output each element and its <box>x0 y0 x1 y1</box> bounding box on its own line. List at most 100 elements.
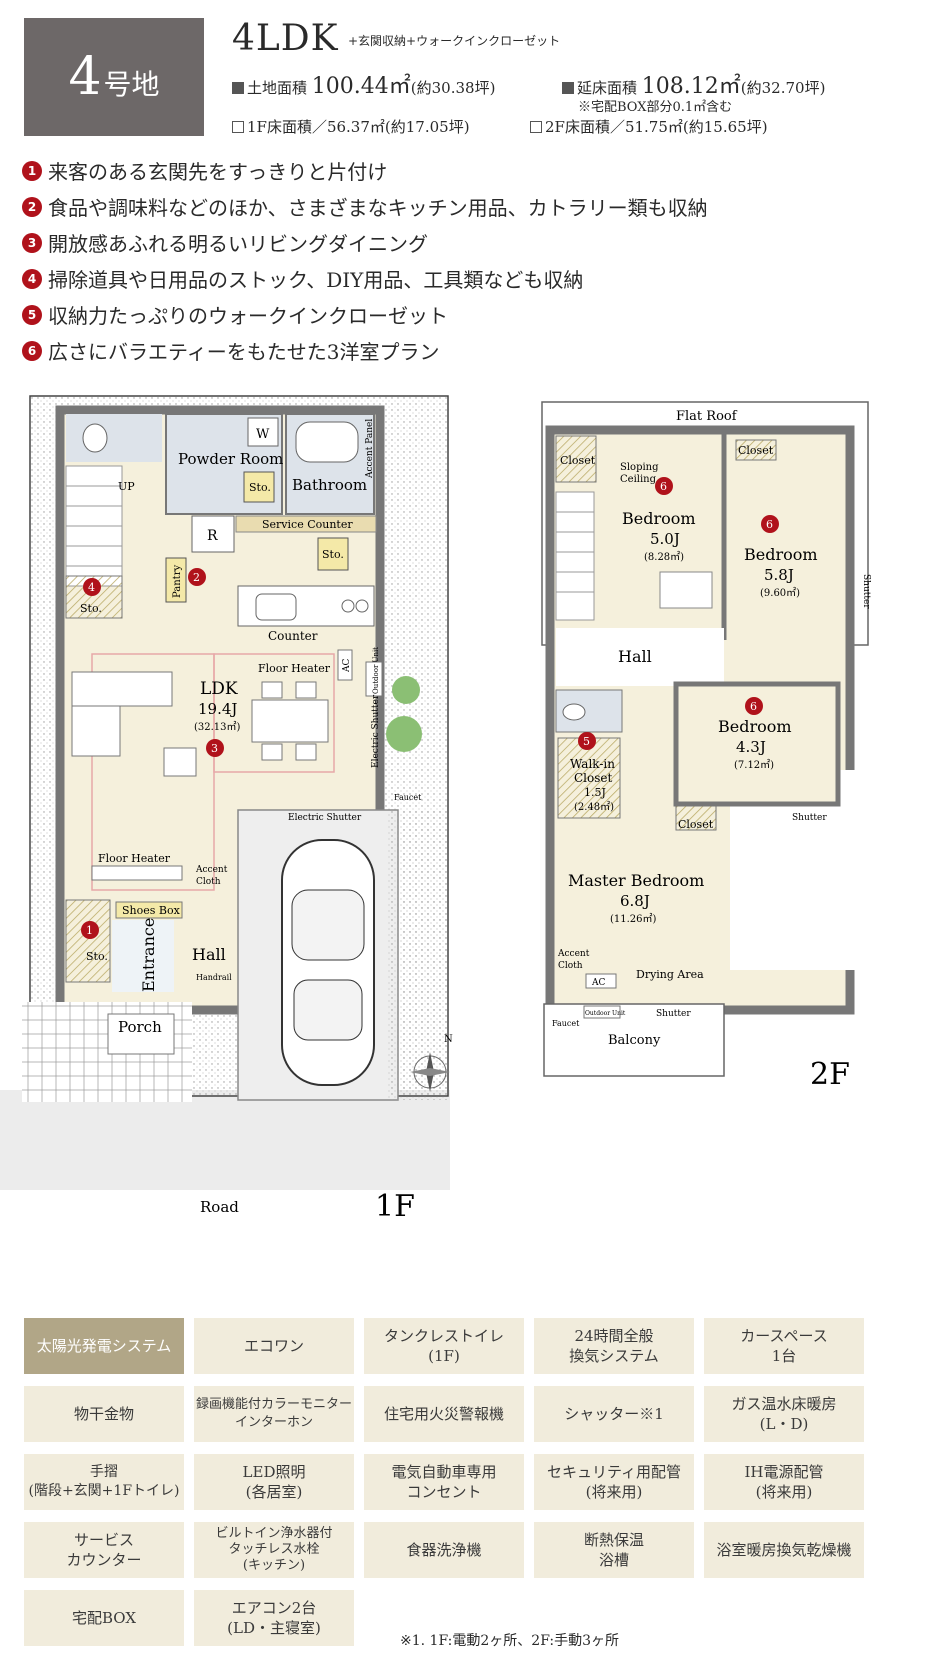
coffee-table <box>163 747 197 777</box>
floor-area-note: ※宅配BOX部分0.1㎡含む <box>578 100 733 115</box>
equipment-chip: エアコン2台 (LD・主寝室) <box>194 1590 354 1646</box>
compass-icon: N <box>410 1034 453 1092</box>
equipment-chip: タンクレストイレ (1F) <box>364 1318 524 1374</box>
equipment-chip: 電気自動車専用 コンセント <box>364 1454 524 1510</box>
marker-icon: 6 <box>22 340 42 361</box>
svg-text:Drying Area: Drying Area <box>636 968 704 981</box>
porch-label: Porch <box>118 1018 162 1036</box>
svg-text:Accent: Accent <box>195 865 228 875</box>
svg-text:Faucet: Faucet <box>552 1019 580 1028</box>
floor-area: 延床面積 108.12㎡(約32.70坪) <box>562 68 825 100</box>
bedroom-a-label: Bedroom <box>622 509 696 528</box>
marker-6 <box>655 477 673 495</box>
svg-text:Flat Roof: Flat Roof <box>676 409 738 424</box>
marker-icon: 5 <box>22 304 42 325</box>
pantry <box>165 557 187 603</box>
floor-plan-2f: Flat Roof 2F Closet DN Sloping Ceiling 6… <box>541 401 871 1090</box>
floor-label-2f: 2F <box>810 1057 850 1090</box>
lot-suffix: 号地 <box>103 68 160 101</box>
floor-area-tsubo: (約32.70坪) <box>740 79 826 97</box>
road-area <box>0 1090 450 1190</box>
svg-text:N: N <box>444 1034 453 1045</box>
hall-2f <box>556 628 724 686</box>
svg-text:(32.13㎡): (32.13㎡) <box>194 721 241 733</box>
svg-text:Outdoor Unit: Outdoor Unit <box>585 1010 626 1017</box>
svg-text:Service Counter: Service Counter <box>262 518 353 531</box>
svg-text:2: 2 <box>193 571 200 584</box>
marker-1 <box>81 921 99 939</box>
road-label: Road <box>200 1198 239 1216</box>
svg-text:Floor Heater: Floor Heater <box>258 662 331 675</box>
storage-1 <box>65 899 111 983</box>
svg-text:19.4J: 19.4J <box>198 700 237 718</box>
closet <box>735 439 777 461</box>
service-counter <box>235 515 377 533</box>
svg-text:Outdoor Unit: Outdoor Unit <box>372 647 380 694</box>
svg-text:(11.26㎡): (11.26㎡) <box>610 913 657 925</box>
equipment-chip: IH電源配管 (将来用) <box>704 1454 864 1510</box>
balcony <box>543 1003 725 1077</box>
equipment-chip: 手摺 (階段+玄関+1Fトイレ) <box>24 1454 184 1510</box>
svg-text:Walk-in: Walk-in <box>570 757 615 771</box>
equipment-chip: LED照明 (各居室) <box>194 1454 354 1510</box>
marker-6 <box>745 697 763 715</box>
svg-text:Shutter: Shutter <box>792 813 827 823</box>
svg-text:(2.48㎡): (2.48㎡) <box>574 801 614 813</box>
svg-text:Cloth: Cloth <box>196 877 221 887</box>
first-floor-area: 1F床面積／56.37㎡(約17.05坪) <box>232 116 470 137</box>
svg-text:Counter: Counter <box>268 629 318 643</box>
svg-text:5: 5 <box>583 735 590 748</box>
svg-text:Shutter: Shutter <box>861 574 871 609</box>
closet <box>675 805 717 831</box>
toilet-icon <box>82 423 108 453</box>
bathtub-icon <box>295 421 359 463</box>
tree-icon <box>386 716 422 752</box>
toilet-room <box>66 414 162 462</box>
tree-icon <box>392 676 420 704</box>
equipment-chip: 食器洗浄機 <box>364 1522 524 1578</box>
svg-text:Faucet: Faucet <box>394 793 422 802</box>
marker-icon: 1 <box>22 160 42 181</box>
sofa <box>71 671 173 707</box>
floor-area-value: 108.12㎡ <box>641 74 741 99</box>
svg-text:4: 4 <box>88 581 95 594</box>
marker-3 <box>206 739 224 757</box>
svg-text:Closet: Closet <box>678 818 714 831</box>
svg-text:6: 6 <box>660 480 667 493</box>
svg-text:Electric Shutter: Electric Shutter <box>371 694 381 768</box>
marker-icon: 4 <box>22 268 42 289</box>
svg-text:6: 6 <box>750 700 757 713</box>
equipment-chip: エコワン <box>194 1318 354 1374</box>
equipment-chip: 24時間全般 換気システム <box>534 1318 694 1374</box>
svg-text:Shutter: Shutter <box>656 1009 691 1019</box>
bedroom-b-label: Bedroom <box>744 545 818 564</box>
equipment-chip: 断熱保温 浴槽 <box>534 1522 694 1578</box>
svg-text:Shoes Box: Shoes Box <box>122 904 181 917</box>
svg-text:4.3J: 4.3J <box>736 738 766 756</box>
dining-table <box>251 699 329 743</box>
layout-extras: +玄関収納+ウォークインクローゼット <box>348 34 561 48</box>
svg-text:5.0J: 5.0J <box>650 530 680 548</box>
svg-text:Entrance: Entrance <box>139 918 158 992</box>
square-outline-icon <box>232 121 244 133</box>
outdoor-unit <box>365 661 383 697</box>
hall-2f-label: Hall <box>618 647 652 666</box>
svg-text:1.5J: 1.5J <box>584 786 606 799</box>
equipment-chip: セキュリティ用配管 (将来用) <box>534 1454 694 1510</box>
svg-text:W: W <box>256 427 270 442</box>
svg-text:Sloping: Sloping <box>620 462 659 473</box>
svg-text:6.8J: 6.8J <box>620 892 650 910</box>
equipment-chip: 物干金物 <box>24 1386 184 1442</box>
svg-text:Ceiling: Ceiling <box>620 474 657 485</box>
stove-icon <box>341 599 355 613</box>
square-bullet-icon <box>562 82 574 94</box>
marker-icon: 2 <box>22 196 42 217</box>
bedroom-c-label: Bedroom <box>718 717 792 736</box>
equipment-chip: 太陽光発電システム <box>24 1318 184 1374</box>
lot-number: 4 <box>68 47 102 107</box>
svg-text:R: R <box>207 528 218 544</box>
svg-text:3: 3 <box>211 742 218 755</box>
svg-text:AC: AC <box>591 978 605 988</box>
svg-text:UP: UP <box>118 480 135 493</box>
